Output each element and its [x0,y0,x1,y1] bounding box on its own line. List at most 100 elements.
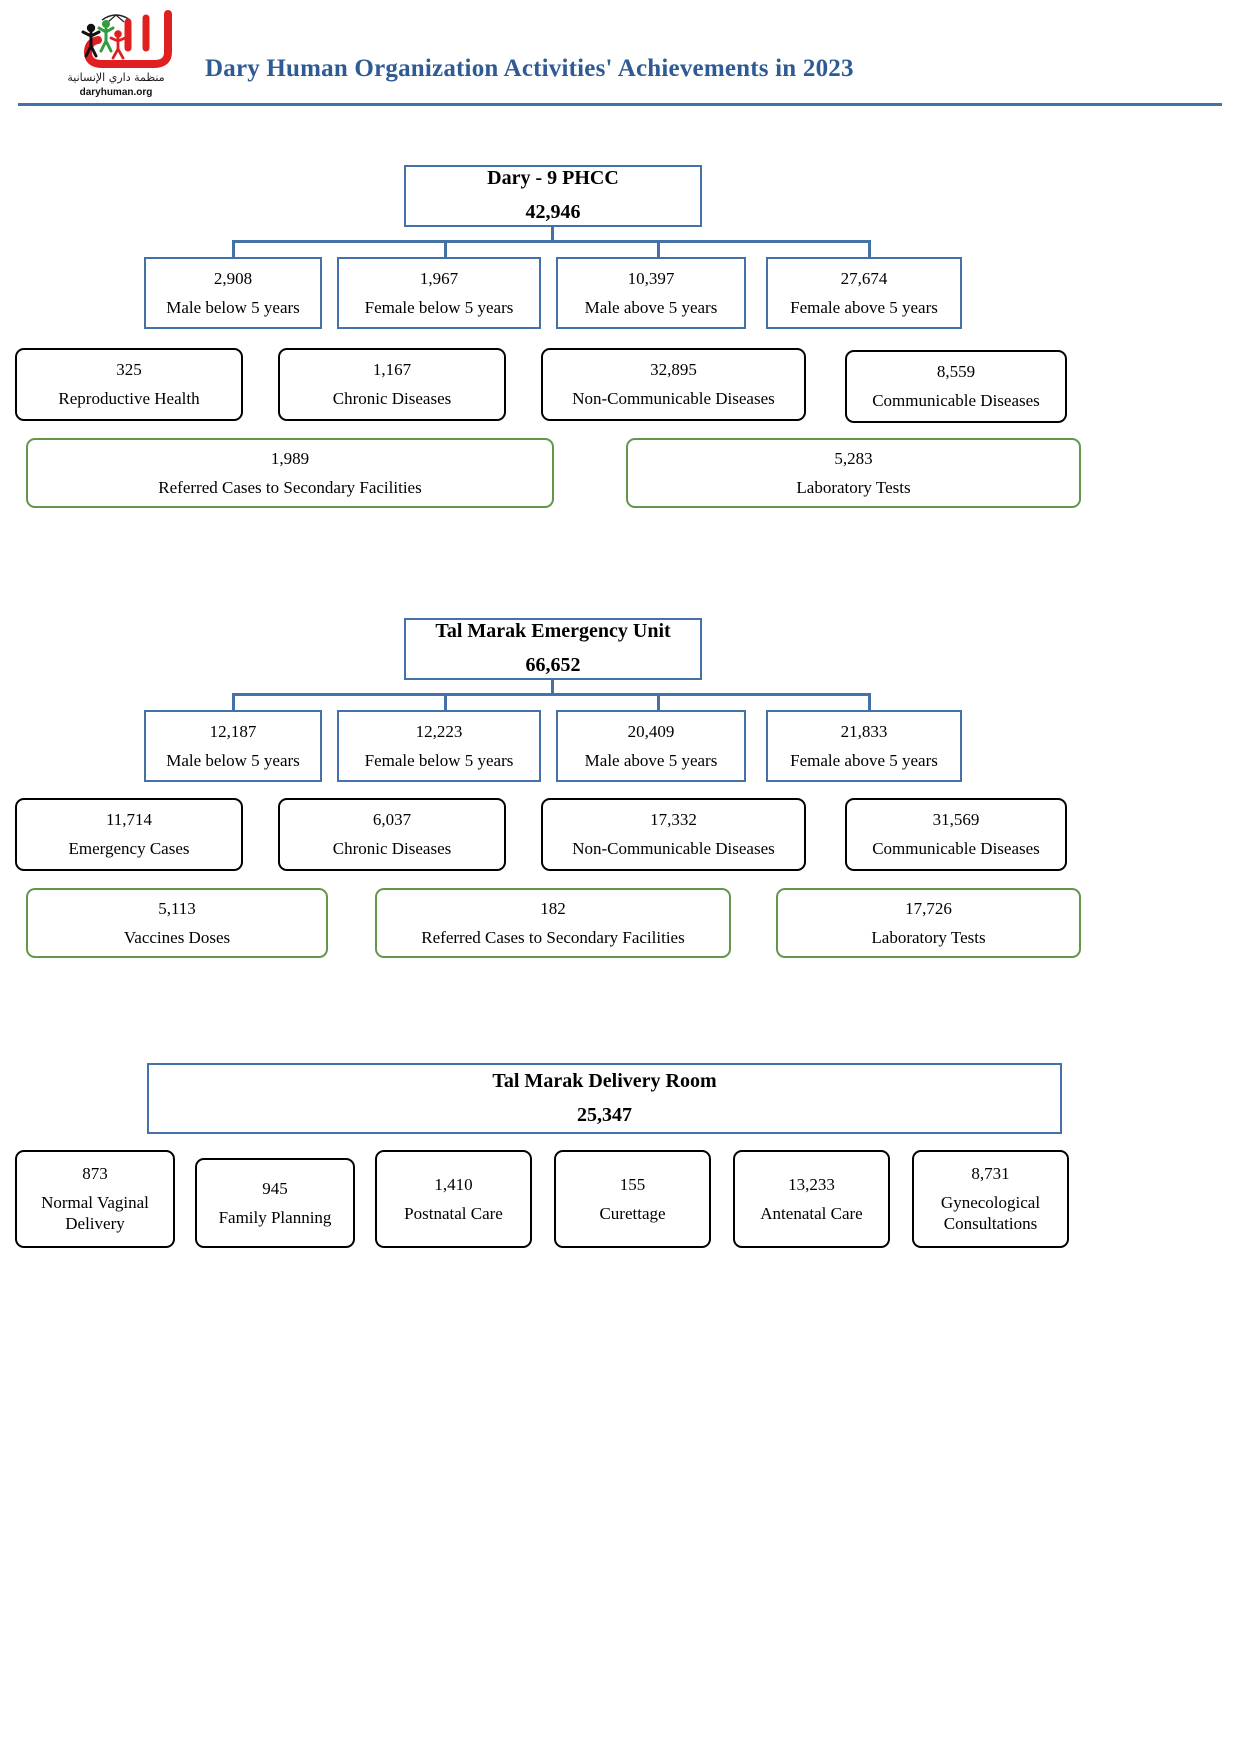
demographic-box: 12,223 Female below 5 years [337,710,541,782]
service-box: 32,895 Non-Communicable Diseases [541,348,806,421]
service-label: Non-Communicable Diseases [572,389,775,408]
service-value: 8,559 [936,362,976,382]
service-label: Gynecological Consultations [940,1192,1041,1234]
service-value: 11,714 [105,810,153,830]
service-value: 8,731 [971,1163,1010,1183]
header-divider [18,103,1222,106]
root-value: 25,347 [577,1103,632,1126]
extra-box: 1,989 Referred Cases to Secondary Facili… [26,438,554,508]
demographic-value: 20,409 [627,721,675,741]
service-label: Antenatal Care [760,1203,863,1223]
service-box: 873 Normal Vaginal Delivery [15,1150,175,1248]
service-value: 31,569 [932,810,980,830]
extra-value: 5,113 [158,898,196,918]
service-label: Curettage [599,1203,666,1223]
extra-value: 1,989 [270,448,310,468]
root-label: Tal Marak Emergency Unit [435,620,671,643]
demographic-label: Female below 5 years [364,750,514,770]
extra-value: 182 [540,898,566,918]
service-box: 8,731 Gynecological Consultations [912,1150,1069,1248]
root-label: Dary - 9 PHCC [487,167,619,190]
service-box: 31,569 Communicable Diseases [845,798,1067,871]
demographic-value: 27,674 [840,268,888,288]
demographic-box: 10,397 Male above 5 years [556,257,746,329]
connector-drop-2 [444,693,447,711]
root-box: Tal Marak Delivery Room 25,347 [147,1063,1062,1134]
demographic-value: 2,908 [213,268,253,288]
service-box: 8,559 Communicable Diseases [845,350,1067,423]
logo-arabic-text: منظمة داري الإنسانية [67,71,165,84]
service-box: 17,332 Non-Communicable Diseases [541,798,806,871]
connector-stem [551,680,554,695]
extra-box: 5,283 Laboratory Tests [626,438,1081,508]
service-box: 325 Reproductive Health [15,348,243,421]
demographic-value: 12,223 [415,721,463,741]
demographic-value: 21,833 [840,721,888,741]
demographic-value: 10,397 [627,268,675,288]
extra-label: Vaccines Doses [123,927,231,947]
service-box: 11,714 Emergency Cases [15,798,243,871]
service-box: 6,037 Chronic Diseases [278,798,506,871]
dary-logo-icon [58,8,174,70]
demographic-box: 1,967 Female below 5 years [337,257,541,329]
demographic-label: Male above 5 years [584,750,718,770]
extra-label: Laboratory Tests [796,477,911,497]
connector-drop-2 [444,240,447,258]
demographic-label: Female above 5 years [790,297,938,317]
service-value: 155 [619,1174,646,1194]
demographic-box: 12,187 Male below 5 years [144,710,322,782]
root-value: 42,946 [525,201,581,223]
service-value: 1,167 [372,360,412,380]
connector-drop-1 [232,693,235,711]
root-value: 66,652 [525,654,581,676]
logo-url-text: daryhuman.org [79,87,153,98]
page-header: منظمة داري الإنسانية daryhuman.org Dary … [0,0,1240,112]
service-label: Non-Communicable Diseases [572,839,775,858]
service-label: Family Planning [218,1207,332,1227]
service-box: 13,233 Antenatal Care [733,1150,890,1248]
demographic-label: Female below 5 years [364,297,514,317]
demographic-label: Male above 5 years [584,297,718,317]
demographic-box: 27,674 Female above 5 years [766,257,962,329]
service-value: 6,037 [372,810,412,830]
service-box: 1,410 Postnatal Care [375,1150,532,1248]
demographic-label: Male below 5 years [166,297,300,317]
demographic-box: 20,409 Male above 5 years [556,710,746,782]
extra-label: Referred Cases to Secondary Facilities [158,477,422,497]
connector-drop-4 [868,240,871,258]
extra-value: 17,726 [905,898,952,918]
service-box: 155 Curettage [554,1150,711,1248]
service-label: Reproductive Health [58,389,200,408]
demographic-box: 21,833 Female above 5 years [766,710,962,782]
service-value: 1,410 [434,1174,473,1194]
connector-drop-1 [232,240,235,258]
connector-bus [232,693,870,696]
root-box: Dary - 9 PHCC 42,946 [404,165,702,227]
connector-stem [551,227,554,242]
service-box: 1,167 Chronic Diseases [278,348,506,421]
service-value: 17,332 [650,810,697,830]
service-value: 873 [82,1163,108,1183]
service-label: Normal Vaginal Delivery [41,1192,149,1234]
service-label: Communicable Diseases [872,839,1040,858]
service-value: 945 [262,1178,288,1198]
extra-box: 5,113 Vaccines Doses [26,888,328,958]
service-label: Chronic Diseases [332,389,452,408]
root-box: Tal Marak Emergency Unit 66,652 [404,618,702,680]
logo: منظمة داري الإنسانية daryhuman.org [58,8,174,108]
service-value: 32,895 [650,360,697,380]
service-label: Communicable Diseases [872,391,1040,410]
connector-drop-3 [657,693,660,711]
demographic-value: 12,187 [209,721,257,741]
demographic-label: Female above 5 years [790,750,938,770]
extra-box: 17,726 Laboratory Tests [776,888,1081,958]
service-value: 13,233 [788,1174,835,1194]
service-box: 945 Family Planning [195,1158,355,1248]
service-label: Emergency Cases [68,839,190,858]
demographic-box: 2,908 Male below 5 years [144,257,322,329]
demographic-label: Male below 5 years [166,750,300,770]
extra-value: 5,283 [834,448,873,468]
extra-label: Laboratory Tests [871,927,986,947]
demographic-value: 1,967 [419,268,459,288]
page-title: Dary Human Organization Activities' Achi… [205,55,854,82]
